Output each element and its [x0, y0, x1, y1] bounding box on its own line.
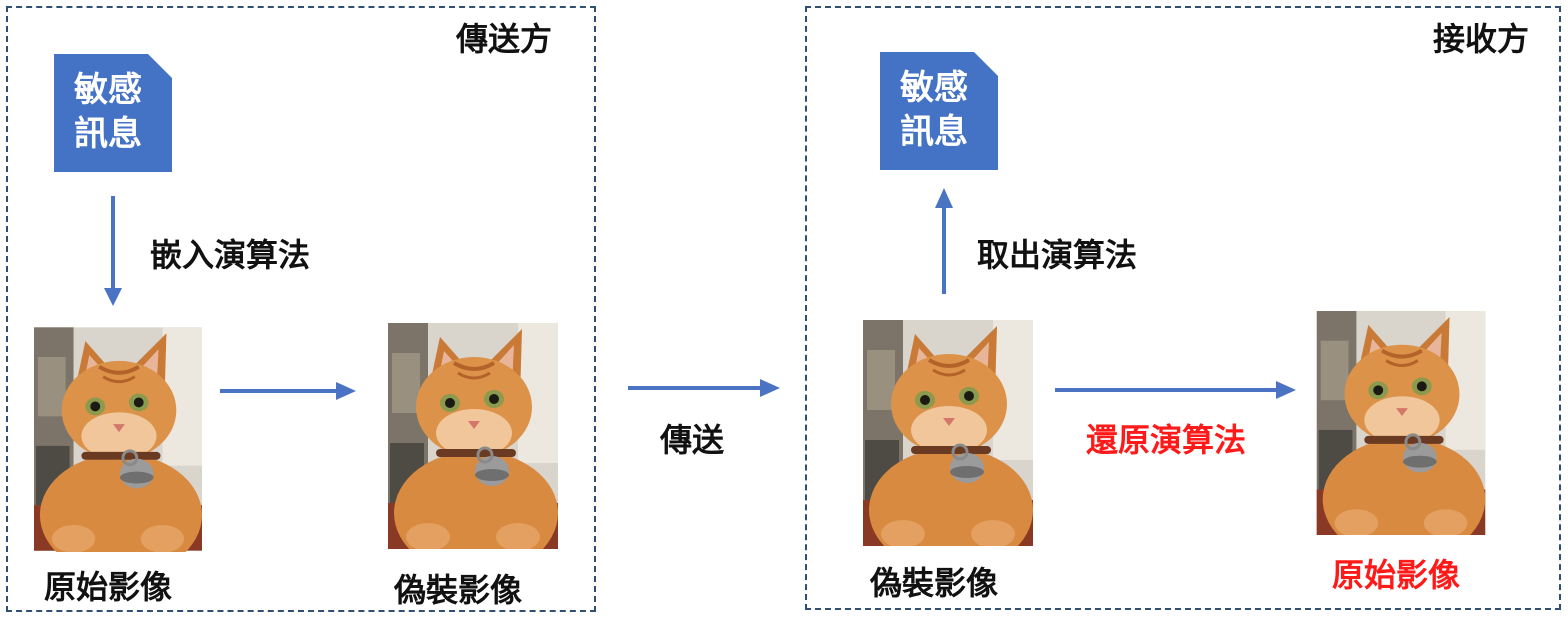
receiver-secret-message-icon: 敏感 訊息	[880, 52, 998, 170]
sender-secret-message-icon: 敏感 訊息	[54, 54, 172, 172]
extract-arrowhead	[935, 188, 953, 208]
embed-algorithm-label: 嵌入演算法	[150, 236, 311, 274]
transmit-label: 傳送	[660, 421, 725, 459]
stego-image-caption-receiver: 偽裝影像	[870, 564, 999, 602]
embed-arrowhead	[104, 288, 122, 306]
doc-line2: 訊息	[74, 114, 142, 154]
restored-image-caption: 原始影像	[1332, 556, 1461, 594]
transmit-arrowhead	[760, 379, 780, 397]
sender-panel	[6, 6, 596, 612]
doc-line1: 敏感	[74, 70, 142, 110]
stego-image-caption-sender: 偽裝影像	[394, 571, 523, 609]
sender-title: 傳送方	[456, 20, 553, 58]
original-to-stego-arrowhead	[336, 382, 356, 400]
receiver-title: 接收方	[1433, 20, 1530, 58]
doc-line1: 敏感	[900, 68, 968, 108]
restore-algorithm-label: 還原演算法	[1086, 421, 1247, 459]
extract-algorithm-label: 取出演算法	[977, 236, 1138, 274]
receiver-panel	[805, 6, 1561, 610]
doc-line2: 訊息	[900, 112, 968, 152]
restore-arrowhead	[1276, 381, 1296, 399]
original-image-caption: 原始影像	[44, 568, 173, 606]
